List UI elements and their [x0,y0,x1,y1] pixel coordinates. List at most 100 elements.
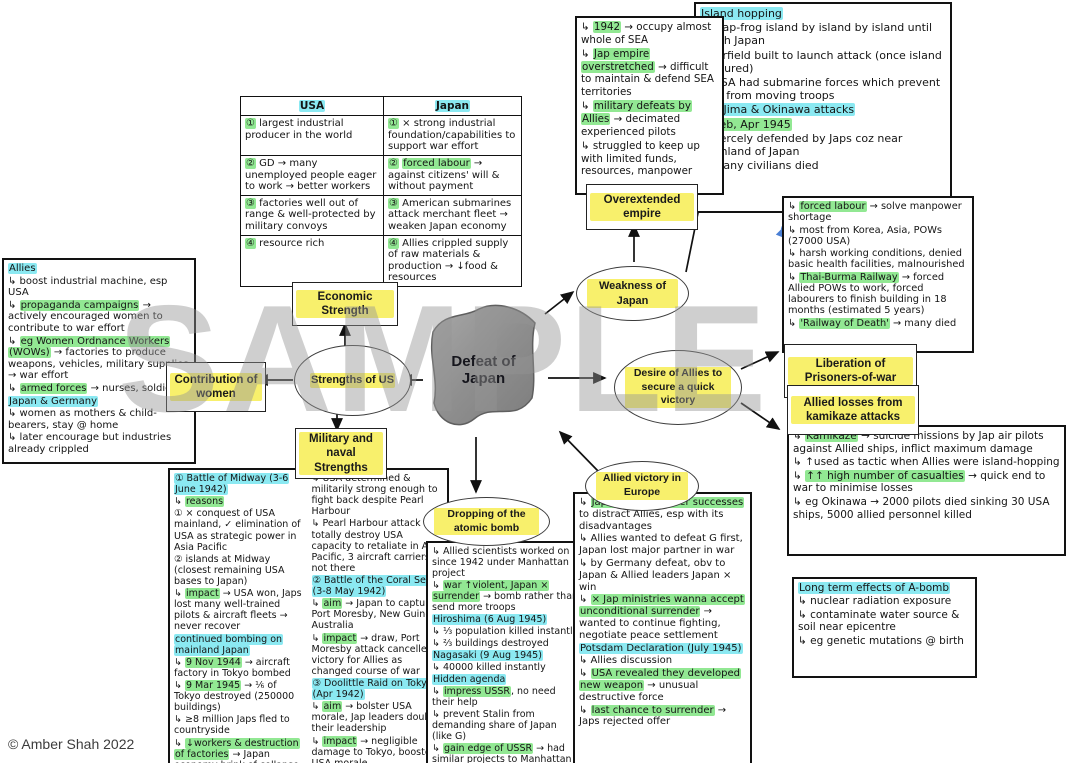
text-line: ↳ impact → USA won, Japs lost many well-… [174,588,302,633]
table-row: ③ factories well out of range & well-pro… [240,194,522,236]
text-line: ↳ eg genetic mutations @ birth [798,634,964,647]
highlighted-text: war ↑violent, Japan × surrender [432,580,550,603]
text-line: ↳ impress USSR, no need their help [432,686,556,709]
highlighted-text: impress USSR [442,686,511,698]
text-line: ↳ fiercely defended by Japs coz near mai… [700,131,903,158]
text-line: ↳ ↑↑ high number of casualties → quick e… [793,469,1046,495]
highlighted-text: ④ [245,237,256,249]
text-line: Iwo Jima & Okinawa attacks [700,103,946,117]
atomic-bomb-ellipse: Dropping of the atomic bomb [423,497,550,546]
text-line: ↳ reasons [174,496,225,508]
copyright-text: © Amber Shah 2022 [8,736,135,752]
highlighted-text: impact [322,735,358,747]
highlighted-text: ③ [388,197,399,209]
text-line: ↳ most from Korea, Asia, POWs (27000 USA… [788,224,943,247]
text-line: ② islands at Midway (closest remaining U… [174,553,285,587]
text-line: ↳ many civilians died [700,159,819,173]
text-line: ① Battle of Midway (3-6 June 1942) [174,473,306,496]
highlighted-text: USA revealed they developed new weapon [579,668,741,691]
table-cell: ② GD → many unemployed people eager to w… [240,154,384,196]
text-line: Allies [8,263,190,275]
highlighted-text: military defeats by Allies [581,100,692,126]
text-line: ↳ 40000 killed instantly [432,662,546,674]
text-line: ↳ propaganda campaigns → actively encour… [8,299,163,334]
longterm-abomb-box: Long term effects of A-bomb↳ nuclear rad… [792,577,977,678]
allied-victory-box: ↳ Japs relied on Hitler successes to dis… [573,492,752,763]
highlighted-text: ① Battle of Midway (3-6 June 1942) [174,473,290,496]
highlighted-text: ④ [388,237,399,249]
text-line: Hiroshima (6 Aug 1945) [432,614,579,626]
text-line: ↳ prevent Stalin from demanding share of… [432,709,557,743]
highlighted-text: propaganda campaigns [19,299,140,311]
text-line: ↳ contaminate water source & soil near e… [798,608,960,634]
table-row: ① largest industrial producer in the wor… [240,115,522,156]
text-line: ↳ Feb, Apr 1945 [700,117,946,131]
text-line: Japan & Germany [8,395,190,408]
highlighted-text: eg Women Ordnance Workers (WOWs) [8,335,171,359]
highlighted-text: forced labour [402,157,471,169]
text-line: ↳ Thai-Burma Railway → forced Allied POW… [788,271,947,317]
text-line: ↳ leap-frog island by island by island u… [700,21,933,48]
highlighted-text: ② [388,157,399,169]
highlighted-text: reasons [184,496,225,508]
text-line: ↳ later encourage but industries already… [8,432,172,455]
table-cell: ③ American submarines attack merchant fl… [383,194,522,236]
allies-contribution-box: Allies↳ boost industrial machine, esp US… [2,258,196,464]
table-header-japan: Japan [383,95,522,117]
text-line: ↳ Jap empire overstretched → difficult t… [581,47,714,99]
highlighted-text: Hiroshima (6 Aug 1945) [432,614,548,626]
text-line: ② Battle of the Coral Sea (3-8 May 1942) [311,574,444,598]
text-line: ↳ × Jap ministries wanna accept uncondit… [579,594,745,641]
highlighted-text: ↑↑ high number of casualties [805,469,965,482]
highlighted-text: ① [245,118,256,130]
highlighted-text: 9 Mar 1945 [184,679,242,691]
text-line: ↳ armed forces → nurses, soldiers [8,382,181,394]
highlighted-text: Long term effects of A-bomb [798,582,951,594]
highlighted-text: last chance to surrender [590,704,715,716]
text-line: ↳ aim → Japan to capture Port Moresby, N… [311,598,441,632]
strengths-us-ellipse: Strengths of US [294,345,411,416]
text-line: ↳ USA revealed they developed new weapon… [579,668,741,703]
text-line: continued bombing on mainland Japan [174,633,306,656]
highlighted-text: impact [322,632,358,644]
text-line: ↳ women as mothers & child-bearers, stay… [8,408,157,431]
banner-shape-icon [430,304,536,426]
text-line: ↳ harsh working conditions, denied basic… [788,248,965,271]
overextended-empire-box: ↳ 1942 → occupy almost whole of SEA↳ Jap… [575,16,724,195]
table-cell: ④ Allies crippled supply of raw material… [383,234,522,287]
military-column-2: ↳ USA determined & militarily strong eno… [311,473,444,763]
military-column-1: ① Battle of Midway (3-6 June 1942)↳ reas… [174,473,306,763]
text-line: ↳ 1942 → occupy almost whole of SEA [581,21,712,46]
text-line: Island hopping [700,7,946,20]
text-line: ↳ airfield built to launch attack (once … [700,48,942,75]
highlighted-text: 'Railway of Death' [799,317,890,329]
text-line: ↳ by Germany defeat, obv to Japan & Alli… [579,557,732,593]
text-line: ↳ eg Okinawa → 2000 pilots died sinking … [793,495,1050,521]
table-row: ② GD → many unemployed people eager to w… [240,154,522,196]
text-line: ↳ gain edge of USSR → had similar projec… [432,743,572,763]
text-line: ↳ war ↑violent, Japan × surrender → bomb… [432,580,579,614]
text-line: ↳ Allied scientists worked on it since 1… [432,546,579,580]
island-hopping-box: Island hopping↳ leap-frog island by isla… [694,2,952,213]
text-line: ↳ last chance to surrender → Japs reject… [579,704,727,728]
allied-victory-ellipse: Allied victory in Europe [585,461,699,511]
text-line: ↳ USA had submarine forces which prevent… [700,75,941,103]
text-line: ↳ 9 Mar 1945 → ⅙ of Tokyo destroyed (250… [174,679,295,714]
text-line: ↳ aim → bolster USA morale, Jap leaders … [311,701,435,735]
text-line: ↳ nuclear radiation exposure [798,595,952,608]
text-line: ↳ ≥8 million Japs fled to countryside [174,714,290,737]
text-line: ↳ USA determined & militarily strong eno… [311,473,438,518]
highlighted-text: Hidden agenda [432,674,507,686]
text-line: ↳ struggled to keep up with limited fund… [581,139,700,178]
highlighted-text: Iwo Jima & Okinawa attacks [700,103,856,117]
kamikaze-losses-label: Allied losses from kamikaze attacks [787,385,919,435]
table-cell: ① × strong industrial foundation/capabil… [383,115,522,156]
highlighted-text: impact [184,588,220,600]
highlighted-text: Japan & Germany [8,395,99,407]
text-line: Long term effects of A-bomb [798,582,971,594]
table-header-usa: USA [240,95,384,117]
highlighted-text: ③ Doolittle Raid on Tokyo (Apr 1942) [311,677,434,701]
text-line: ↳ Pearl Harbour attack × totally destroy… [311,518,442,574]
